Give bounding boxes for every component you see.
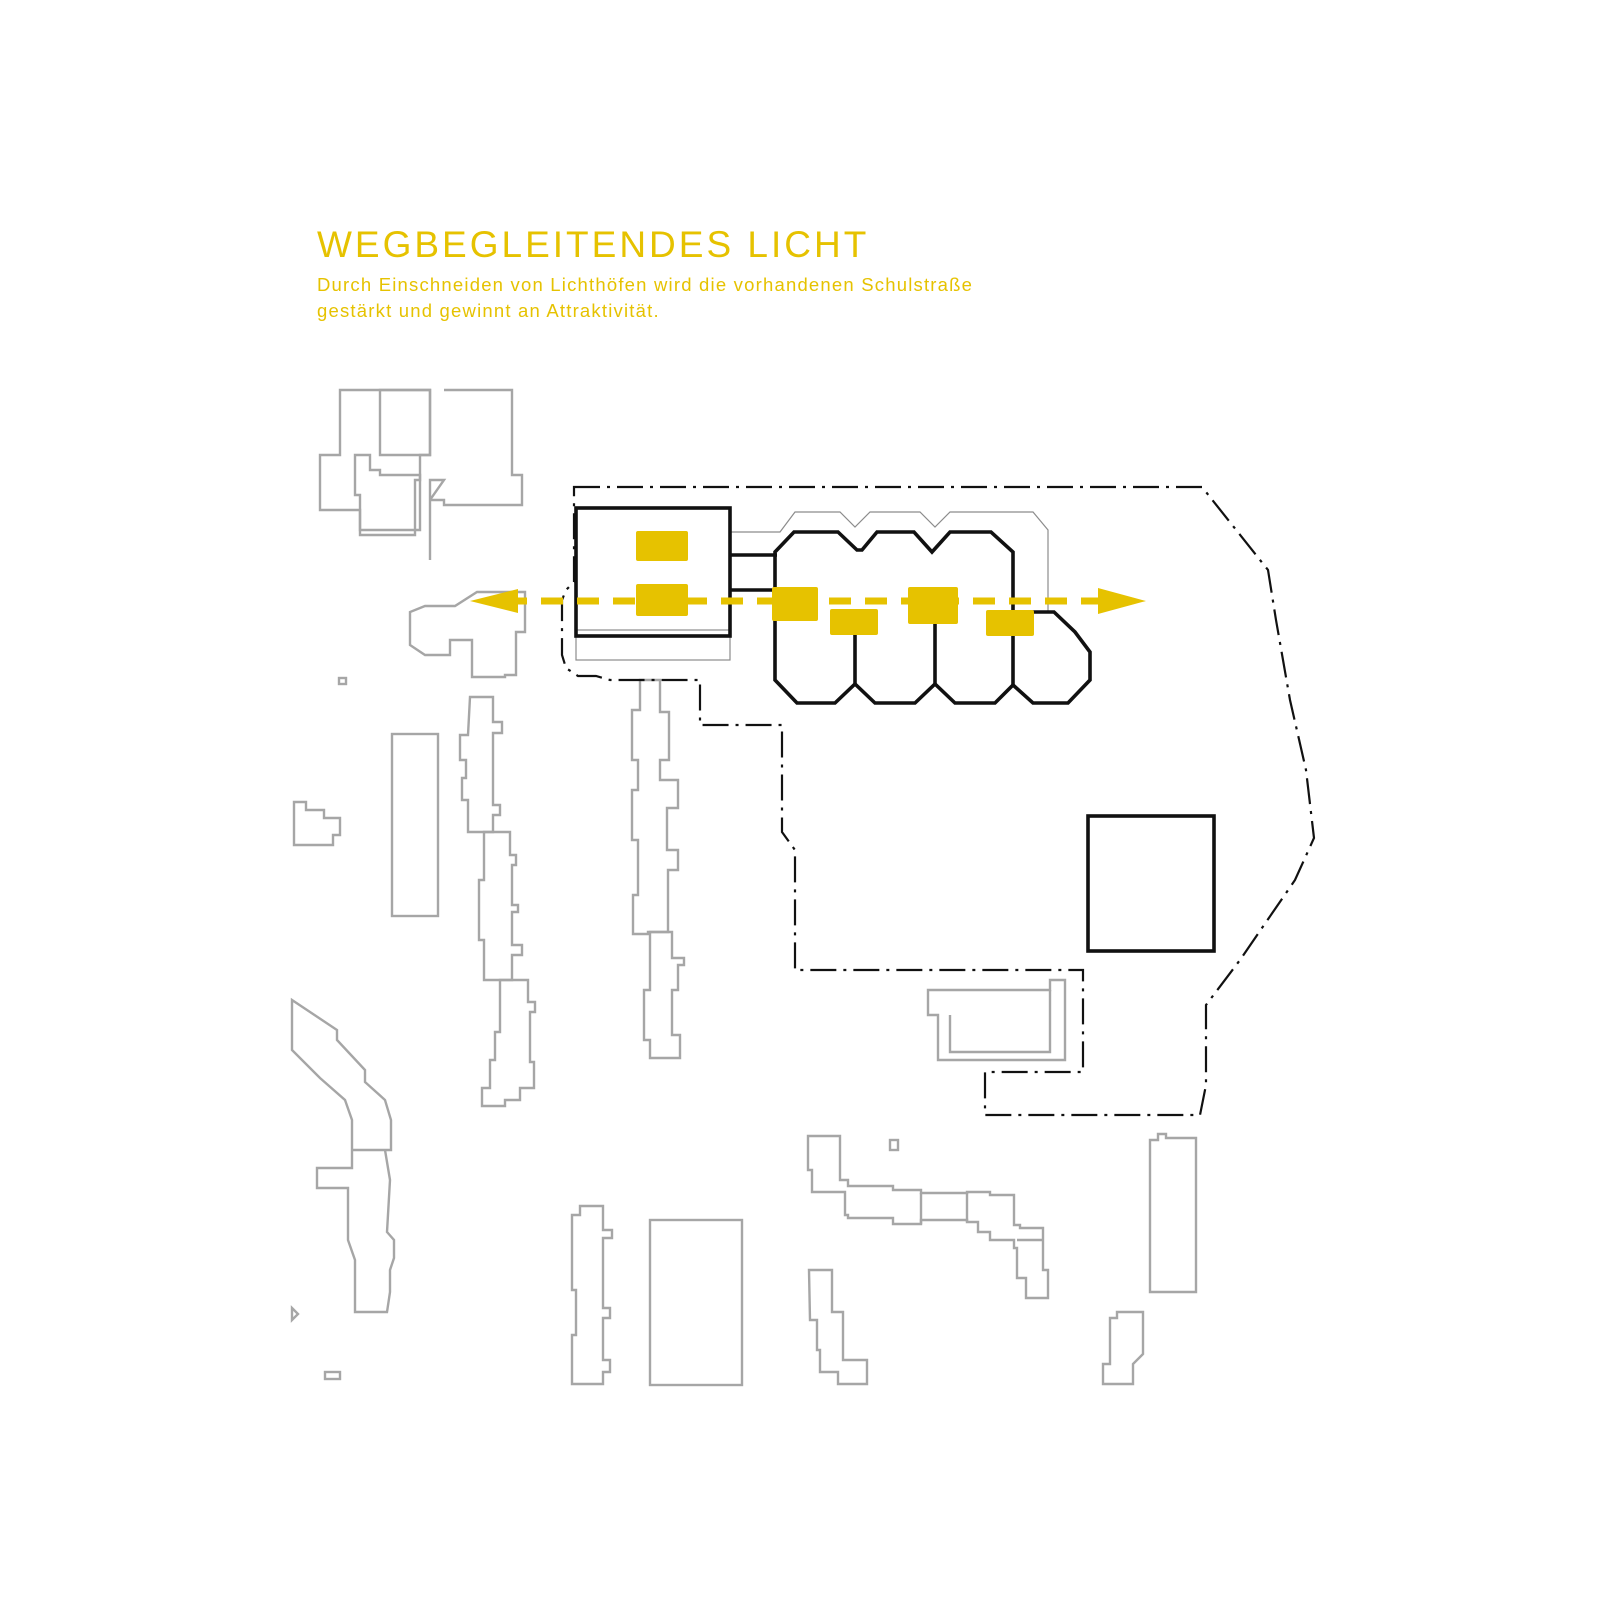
context-line: [575, 629, 731, 661]
neighbor-building: [378, 388, 432, 457]
neighbor-building: [458, 695, 504, 834]
neighbor-building: [323, 1370, 342, 1381]
neighbor-building: [806, 1134, 1050, 1300]
arrowhead-left-icon: [470, 589, 518, 613]
light-court: [986, 610, 1034, 636]
subtitle-line-2: gestärkt und gewinnt an Attraktivität.: [317, 300, 660, 321]
neighbor-building: [390, 732, 440, 918]
neighbor-building: [1148, 1132, 1198, 1294]
light-path-overlay: [470, 531, 1146, 636]
neighbor-building: [630, 678, 680, 936]
neighbor-building: [428, 388, 524, 560]
neighbor-building: [807, 1268, 869, 1386]
school-sports-hall: [1086, 814, 1216, 953]
neighbor-building: [353, 453, 422, 532]
neighbor-building: [477, 830, 524, 982]
light-court: [908, 587, 958, 624]
neighbor-buildings: [290, 388, 1198, 1387]
neighbor-building: [292, 800, 342, 847]
neighbor-building: [926, 978, 1067, 1062]
neighbor-building: [570, 1204, 614, 1386]
neighbor-building: [642, 930, 686, 1060]
existing-context-lines: [575, 511, 1049, 661]
light-court: [636, 531, 688, 561]
neighbor-building: [480, 978, 537, 1108]
school-hall-block: [574, 506, 732, 638]
school-classroom-wing: [773, 530, 1092, 705]
neighbor-building: [290, 1305, 300, 1323]
neighbor-building: [888, 1138, 900, 1152]
school-building: [574, 506, 1216, 953]
arrowhead-right-icon: [1098, 588, 1146, 614]
subtitle-line-1: Durch Einschneiden von Lichthöfen wird d…: [317, 274, 974, 295]
context-line: [730, 511, 1049, 613]
light-court: [830, 609, 878, 635]
neighbor-building: [948, 990, 1052, 1054]
neighbor-building: [318, 388, 432, 537]
diagram-subtitle: Durch Einschneiden von Lichthöfen wird d…: [317, 272, 1137, 324]
diagram-title: WEGBEGLEITENDES LICHT: [317, 224, 870, 265]
site-boundary: [560, 485, 1316, 1117]
neighbor-building: [408, 590, 527, 679]
neighbor-building: [337, 676, 348, 686]
neighbor-building: [1101, 1310, 1145, 1386]
neighbor-building: [290, 997, 396, 1314]
neighbor-building: [648, 1218, 744, 1387]
